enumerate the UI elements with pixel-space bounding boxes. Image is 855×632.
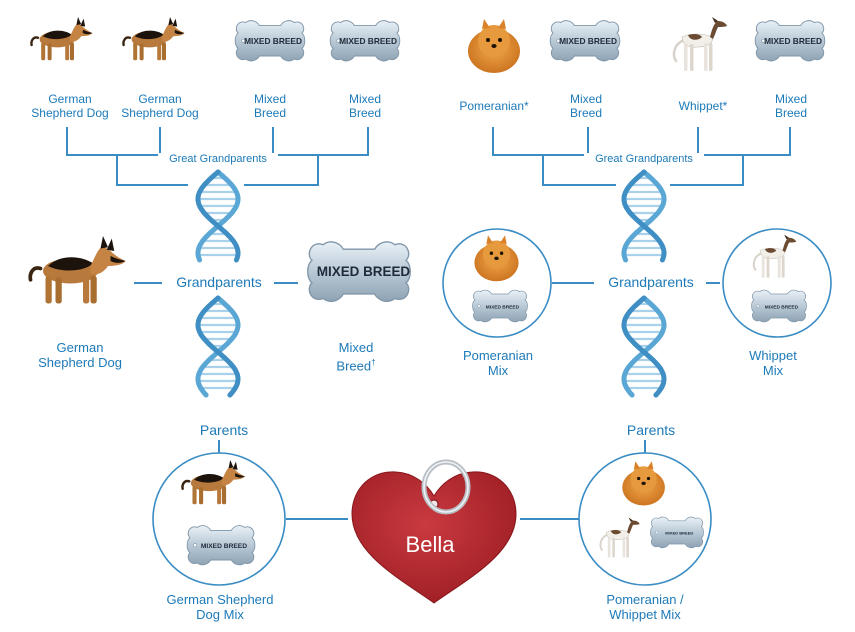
gp-right-2-label: Whippet Mix bbox=[749, 348, 797, 378]
ggp-right-3-label: Whippet* bbox=[678, 99, 728, 113]
german-shepherd-icon bbox=[28, 234, 128, 306]
split-ring-highlight bbox=[423, 461, 469, 513]
ggp-left-3-label: Mixed Breed bbox=[253, 92, 287, 120]
mixed-breed-tag-icon-text: MIXED BREED bbox=[201, 543, 247, 550]
great-grandparents-heading-left: Great Grandparents bbox=[158, 153, 278, 165]
parent-right-label: Pomeranian / Whippet Mix bbox=[606, 592, 684, 622]
gp-right-1-label: Pomeranian Mix bbox=[462, 348, 534, 378]
dna-helix-right-top bbox=[621, 169, 667, 263]
grandparents-heading-right: Grandparents bbox=[596, 274, 706, 290]
ggp-right-2-label: Mixed Breed bbox=[569, 92, 603, 120]
gp-left-1-label: German Shepherd Dog bbox=[38, 340, 122, 370]
ggp-right-1-label: Pomeranian* bbox=[459, 99, 529, 113]
dna-helix-right-bottom bbox=[621, 295, 667, 398]
mixed-breed-tag-icon-text: MIXED BREED bbox=[559, 36, 617, 46]
gp-left-2-label: Mixed Breed† bbox=[316, 340, 396, 373]
parent-right-circle bbox=[578, 452, 712, 586]
mixed-breed-tag-icon-text: MIXED BREED bbox=[339, 36, 397, 46]
gp-left-2-footnote-mark: † bbox=[371, 358, 376, 367]
ggp-left-2-label: German Shepherd Dog bbox=[121, 92, 199, 120]
ggp-left-1-label: German Shepherd Dog bbox=[31, 92, 109, 120]
parent-left-label: German Shepherd Dog Mix bbox=[166, 592, 274, 622]
dna-helix-left-bottom bbox=[195, 295, 241, 398]
ggp-right-join-a bbox=[542, 155, 616, 186]
gp-right-2-circle bbox=[722, 228, 832, 338]
mixed-breed-tag-icon-text: MIXED BREED bbox=[665, 531, 693, 536]
mixed-breed-tag-icon: MIXED BREED bbox=[754, 20, 826, 62]
ggp-left-join-b bbox=[244, 155, 319, 186]
mixed-breed-tag-icon: MIXED BREED bbox=[549, 20, 621, 62]
mixed-breed-tag-icon: MIXED BREED bbox=[650, 516, 704, 549]
mixed-breed-tag-icon-text: MIXED BREED bbox=[486, 304, 520, 310]
mixed-breed-tag-icon-text: MIXED BREED bbox=[244, 36, 302, 46]
mixed-breed-tag-icon-text: MIXED BREED bbox=[317, 264, 411, 279]
great-grandparents-heading-right: Great Grandparents bbox=[584, 153, 704, 165]
mixed-breed-tag-icon: MIXED BREED bbox=[234, 20, 306, 62]
parents-heading-left: Parents bbox=[184, 422, 264, 438]
ggp-right-connector-a bbox=[492, 127, 589, 156]
ggp-left-connector-b bbox=[272, 127, 369, 156]
ggp-left-connector-a bbox=[66, 127, 161, 156]
ggp-right-connector-b bbox=[697, 127, 791, 156]
mixed-breed-tag-icon: MIXED BREED bbox=[186, 525, 256, 566]
mixed-breed-tag-icon-text: MIXED BREED bbox=[764, 36, 822, 46]
whippet-icon bbox=[672, 15, 729, 73]
heart-tag-icon bbox=[351, 471, 517, 604]
ggp-left-join-a bbox=[116, 155, 188, 186]
puppy-name: Bella bbox=[405, 532, 455, 557]
parent-left-circle bbox=[152, 452, 286, 586]
mixed-breed-tag-icon: MIXED BREED bbox=[307, 241, 411, 302]
mixed-breed-tag-icon-text: MIXED BREED bbox=[765, 304, 799, 310]
pomeranian-icon bbox=[468, 19, 520, 73]
german-shepherd-icon bbox=[30, 15, 94, 62]
mixed-breed-tag-icon: MIXED BREED bbox=[472, 289, 528, 323]
gp-left-2-text: Mixed Breed bbox=[336, 340, 374, 374]
grandparents-heading-left: Grandparents bbox=[164, 274, 274, 290]
german-shepherd-icon bbox=[122, 15, 186, 62]
dna-helix-left-top bbox=[195, 169, 241, 263]
mixed-breed-tag-icon: MIXED BREED bbox=[751, 289, 807, 323]
ggp-left-4-label: Mixed Breed bbox=[348, 92, 382, 120]
parents-heading-right: Parents bbox=[611, 422, 691, 438]
ggp-right-4-label: Mixed Breed bbox=[774, 92, 808, 120]
ggp-right-join-b bbox=[670, 155, 744, 186]
mixed-breed-tag-icon: MIXED BREED bbox=[329, 20, 401, 62]
